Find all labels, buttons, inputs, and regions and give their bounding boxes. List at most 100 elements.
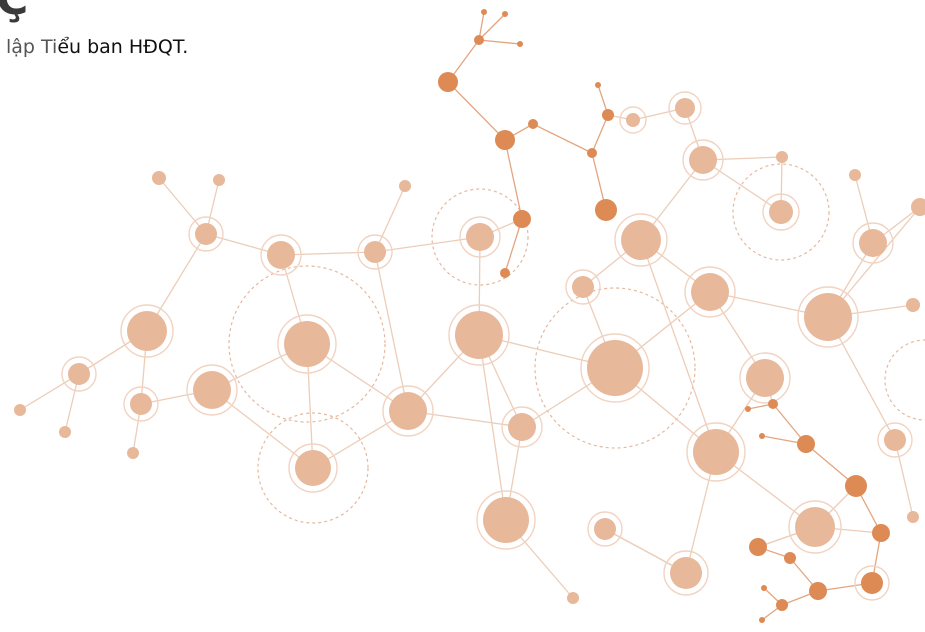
network-node (621, 220, 661, 260)
network-edge (894, 439, 914, 518)
network-node (195, 223, 217, 245)
network-node-dark (602, 109, 614, 121)
network-node (399, 180, 411, 192)
network-node-dark (595, 199, 617, 221)
network-node (911, 198, 925, 216)
node-halos (61, 91, 913, 601)
node-halo (188, 216, 224, 252)
network-node (59, 426, 71, 438)
node-halo (123, 386, 159, 422)
network-node (267, 241, 295, 269)
network-node (193, 371, 231, 409)
network-node (567, 592, 579, 604)
caption-strong-part: ểu ban HĐQT. (57, 36, 189, 58)
network-node-dark (749, 538, 767, 556)
node-halo (61, 356, 97, 392)
network-node (776, 151, 788, 163)
network-node (14, 404, 26, 416)
network-edge (504, 218, 523, 274)
network-node-dark (768, 399, 778, 409)
network-edge (280, 251, 376, 256)
node-halo (854, 565, 890, 601)
network-node-dark (872, 524, 890, 542)
node-halo (614, 213, 668, 267)
dashed-ring (534, 287, 696, 449)
network-node (364, 241, 386, 263)
node-halo (565, 269, 601, 305)
network-edge (19, 373, 80, 411)
network-node-dark (784, 552, 796, 564)
caption-text: lập Tiểu ban HĐQT. (6, 36, 188, 58)
network-node (884, 429, 906, 451)
network-node (127, 311, 167, 351)
network-node-dark (517, 41, 523, 47)
node-halo (120, 304, 174, 358)
network-node (587, 340, 643, 396)
network-node (769, 200, 793, 224)
node-halo (288, 443, 338, 493)
node-halo (448, 304, 510, 366)
dashed-ring (884, 339, 925, 421)
network-node (213, 174, 225, 186)
node-halo (668, 91, 702, 125)
network-node-dark (587, 148, 597, 158)
network-edge (478, 334, 507, 521)
network-node-dark (759, 617, 765, 623)
node-halo (619, 106, 647, 134)
network-edge (211, 389, 314, 469)
node-halo (186, 364, 238, 416)
node-halo (684, 266, 736, 318)
network-node-dark (438, 72, 458, 92)
network-node-dark (481, 9, 487, 15)
node-halo (382, 385, 434, 437)
node-halo (476, 490, 536, 550)
dashed-ring (732, 163, 830, 261)
node-halo (852, 222, 894, 264)
network-edge (640, 239, 717, 453)
network-node (907, 511, 919, 523)
node-halo (877, 422, 913, 458)
network-edge (478, 13, 506, 41)
network-edge (591, 114, 609, 154)
network-edge (504, 139, 523, 220)
network-edge (702, 159, 782, 213)
network-edge (478, 39, 521, 45)
node-halo (762, 193, 800, 231)
network-node (746, 359, 784, 397)
network-node (127, 447, 139, 459)
network-node-dark (513, 210, 531, 228)
node-halo (682, 139, 724, 181)
network-node (675, 98, 695, 118)
network-node-dark (761, 585, 767, 591)
network-node-dark (776, 599, 788, 611)
network-node-dark (528, 119, 538, 129)
network-edge (158, 177, 207, 235)
caption-light-part: lập Ti (6, 36, 58, 58)
network-node-dark (474, 35, 484, 45)
network-node (594, 518, 616, 540)
network-node (466, 223, 494, 251)
network-node (689, 146, 717, 174)
node-halo (459, 216, 501, 258)
node-halo (357, 234, 393, 270)
network-node (906, 298, 920, 312)
network-node-dark (759, 433, 765, 439)
node-halo (501, 406, 543, 448)
network-node (626, 113, 640, 127)
network-node (68, 363, 90, 385)
network-node-dark (502, 11, 508, 17)
network-node (389, 392, 427, 430)
node-halo (686, 422, 746, 482)
dashed-ring (431, 188, 529, 286)
network-node (455, 311, 503, 359)
network-node (483, 497, 529, 543)
network-node (691, 273, 729, 311)
page-title-fragment: Ç (0, 0, 28, 25)
dashed-rings (228, 163, 925, 524)
network-node (670, 557, 702, 589)
network-node-dark (745, 406, 751, 412)
dashed-ring (228, 265, 386, 423)
network-node-dark (861, 572, 883, 594)
network-node-dark (809, 582, 827, 600)
